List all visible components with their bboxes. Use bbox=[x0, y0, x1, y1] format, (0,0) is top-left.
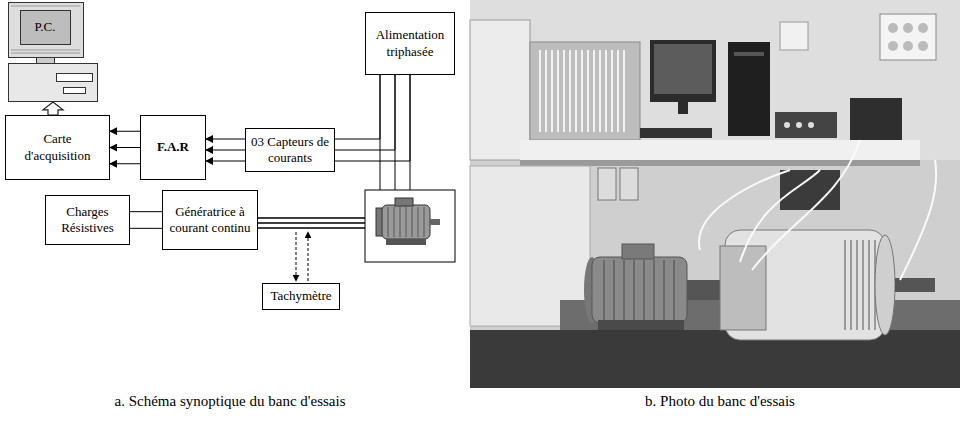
motor-body bbox=[382, 205, 430, 239]
terminal-box bbox=[622, 244, 654, 259]
wire bbox=[335, 75, 410, 161]
multimeter bbox=[598, 168, 616, 200]
bench-photo bbox=[470, 0, 960, 388]
signal-arrow bbox=[206, 139, 245, 140]
monitor-stand bbox=[678, 102, 688, 114]
signal-arrow bbox=[206, 150, 245, 151]
figure-caption: a. Schéma synoptique du banc d'essais bbox=[0, 393, 470, 410]
motor-shaft-end bbox=[430, 219, 440, 225]
socket bbox=[918, 23, 928, 33]
dc-machine-grill bbox=[845, 240, 875, 330]
left-cabinet bbox=[470, 20, 530, 160]
wall bbox=[470, 0, 960, 160]
socket bbox=[903, 41, 913, 51]
device-knob bbox=[808, 122, 814, 128]
signal-arrow bbox=[206, 161, 245, 162]
signal-arrow bbox=[110, 147, 140, 148]
socket bbox=[888, 41, 898, 51]
desk-top bbox=[520, 140, 920, 162]
node-label: Génératrice à courant continu bbox=[167, 204, 253, 237]
figure-caption: b. Photo du banc d'essais bbox=[480, 393, 960, 410]
wire bbox=[130, 228, 162, 229]
node-label: Alimentation triphasée bbox=[370, 27, 450, 60]
device-knob bbox=[796, 122, 802, 128]
tachometer-box: Tachymètre bbox=[262, 283, 340, 310]
motor-terminal-box bbox=[395, 198, 413, 206]
socket-panel bbox=[880, 14, 936, 60]
sensor-box bbox=[850, 98, 902, 140]
dc-machine-end bbox=[875, 235, 895, 335]
computer-case bbox=[9, 64, 98, 102]
monitor-screen bbox=[654, 44, 712, 94]
keyboard bbox=[640, 128, 712, 138]
acquisition-device bbox=[775, 112, 837, 138]
motor-feet bbox=[598, 320, 684, 330]
photo-background bbox=[470, 0, 960, 388]
monitor-stripes bbox=[11, 6, 80, 53]
monitor-neck bbox=[37, 58, 55, 64]
induction-motor bbox=[592, 257, 687, 323]
dc-machine-plate bbox=[720, 246, 766, 330]
speed-arrow-up bbox=[308, 232, 309, 281]
signal-arrow bbox=[110, 131, 140, 132]
monitor-screen bbox=[21, 11, 71, 45]
motor-fins bbox=[604, 260, 674, 320]
node-label: Charges Résistives bbox=[50, 204, 125, 237]
current-sensor-box: 03 Capteurs de courants bbox=[245, 128, 335, 172]
rack-vents bbox=[540, 50, 624, 132]
filter-box: F.A.R bbox=[140, 115, 206, 180]
socket bbox=[918, 41, 928, 51]
computer-drawing bbox=[8, 2, 98, 102]
node-label: 03 Capteurs de courants bbox=[250, 134, 330, 167]
coupling bbox=[687, 280, 722, 300]
pc-tower bbox=[728, 42, 770, 136]
motor-feet bbox=[386, 239, 426, 245]
wall-socket bbox=[780, 22, 808, 50]
wire bbox=[130, 211, 162, 212]
wire bbox=[335, 75, 380, 139]
power-supply-box: Alimentation triphasée bbox=[365, 12, 455, 75]
device-knob bbox=[784, 122, 790, 128]
motor-box bbox=[365, 190, 455, 262]
motor-fins bbox=[388, 207, 424, 237]
instrument-rack bbox=[530, 42, 640, 140]
signal-arrow bbox=[110, 163, 140, 164]
drive-slot bbox=[57, 74, 93, 82]
resistive-load-box: Charges Résistives bbox=[45, 195, 130, 245]
socket bbox=[888, 23, 898, 33]
monitor bbox=[650, 40, 716, 102]
motor-block bbox=[365, 190, 455, 262]
cables bbox=[699, 140, 936, 280]
dc-generator-box: Génératrice à courant continu bbox=[162, 190, 258, 250]
socket bbox=[903, 23, 913, 33]
multimeter bbox=[620, 168, 638, 200]
acquisition-card-box: Carte d'acquisition bbox=[5, 115, 110, 180]
node-label: Carte d'acquisition bbox=[10, 131, 105, 164]
wire bbox=[335, 75, 395, 150]
node-label: F.A.R bbox=[145, 139, 201, 155]
desk-edge bbox=[520, 160, 920, 166]
drive-slot bbox=[64, 88, 86, 94]
speed-arrow-down bbox=[296, 232, 297, 281]
coupling-shaft bbox=[258, 218, 365, 228]
computer-icon: P.C. bbox=[8, 2, 98, 102]
data-transfer-arrow bbox=[43, 102, 63, 115]
node-label: Tachymètre bbox=[267, 288, 335, 304]
node-label: P.C. bbox=[20, 10, 70, 44]
monitor-frame bbox=[9, 3, 84, 58]
bench-base bbox=[470, 330, 960, 388]
pc-drive bbox=[734, 52, 764, 56]
